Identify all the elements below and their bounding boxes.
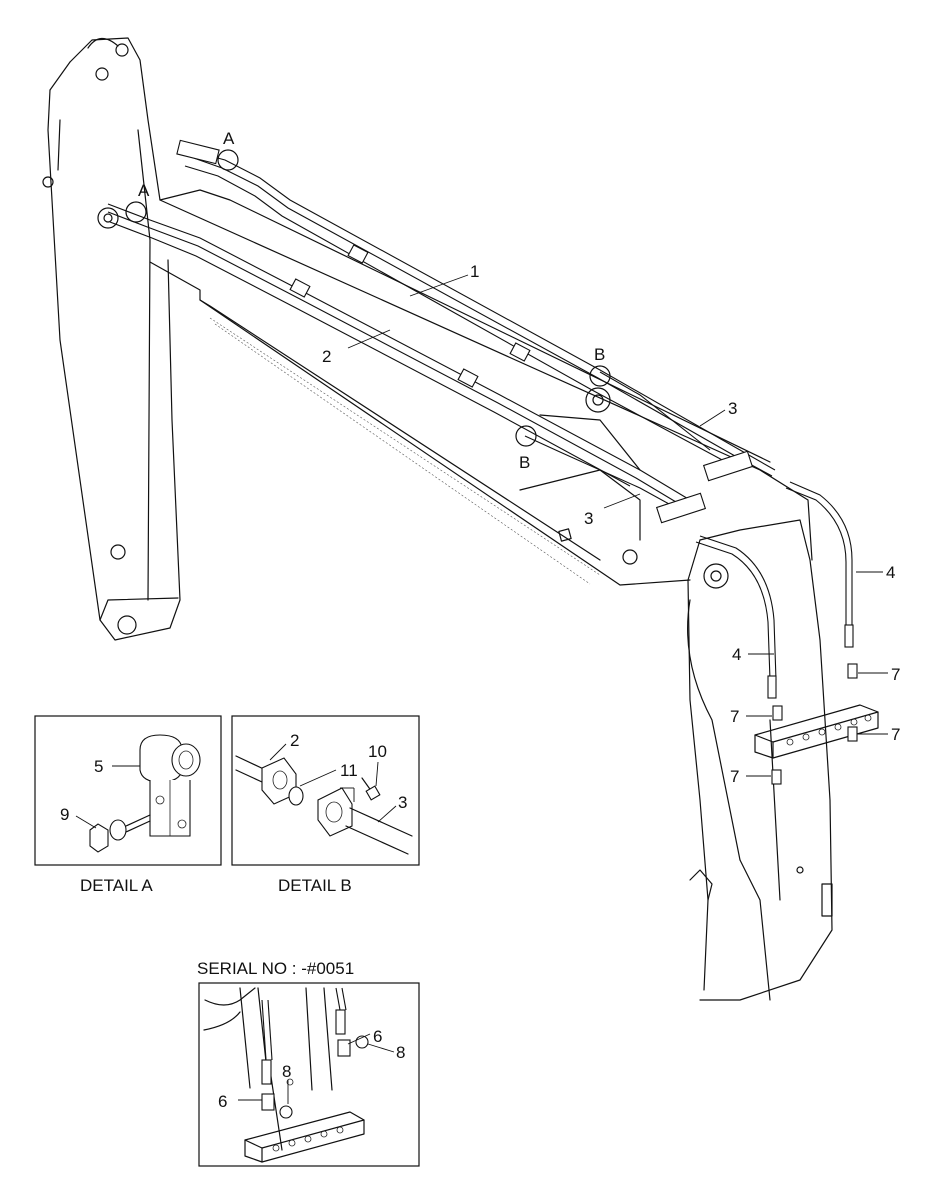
serial-callout-8a: 8: [282, 1062, 291, 1081]
detail-b-callout-3: 3: [398, 793, 407, 812]
callout-4a: 4: [886, 563, 895, 582]
callout-7a: 7: [891, 665, 900, 684]
callout-A2: A: [138, 181, 150, 200]
detail-a-callout-9: 9: [60, 805, 69, 824]
serial-callout-8b: 8: [396, 1043, 405, 1062]
callout-2: 2: [322, 347, 331, 366]
callout-7c: 7: [891, 725, 900, 744]
callout-B1: B: [594, 345, 605, 364]
detail-b-callout-11: 11: [340, 761, 358, 780]
detail-a-caption: DETAIL A: [80, 876, 153, 895]
serial-inset: SERIAL NO : -#0051 6 8: [197, 959, 420, 1167]
pipe-2: [107, 203, 691, 509]
boom-structure: [42, 37, 833, 1001]
callout-A1: A: [223, 129, 235, 148]
callout-7d: 7: [730, 767, 739, 786]
main-callouts: 1 2 3 3 4 4 7 7 7 7 A A B B: [138, 129, 900, 786]
detail-b-callout-10: 10: [368, 742, 387, 761]
callout-B2: B: [519, 453, 530, 472]
serial-inset-title: SERIAL NO : -#0051: [197, 959, 354, 978]
detail-markers: [125, 149, 611, 447]
callout-7b: 7: [730, 707, 739, 726]
manifold-block: [754, 663, 879, 785]
callout-4b: 4: [732, 645, 741, 664]
detail-b: 2 10 11 3 DETAIL B: [231, 715, 420, 895]
callout-1: 1: [470, 262, 479, 281]
pipe-3: [524, 371, 754, 524]
detail-a: 5 9 DETAIL A: [34, 715, 222, 895]
callout-3b: 3: [584, 509, 593, 528]
detail-a-callout-5: 5: [94, 757, 103, 776]
detail-b-callout-2: 2: [290, 731, 299, 750]
hose-4: [695, 481, 854, 699]
detail-b-caption: DETAIL B: [278, 876, 352, 895]
serial-callout-6b: 6: [218, 1092, 227, 1111]
serial-callout-6a: 6: [373, 1027, 382, 1046]
pipe-1: [176, 139, 776, 477]
callout-3a: 3: [728, 399, 737, 418]
